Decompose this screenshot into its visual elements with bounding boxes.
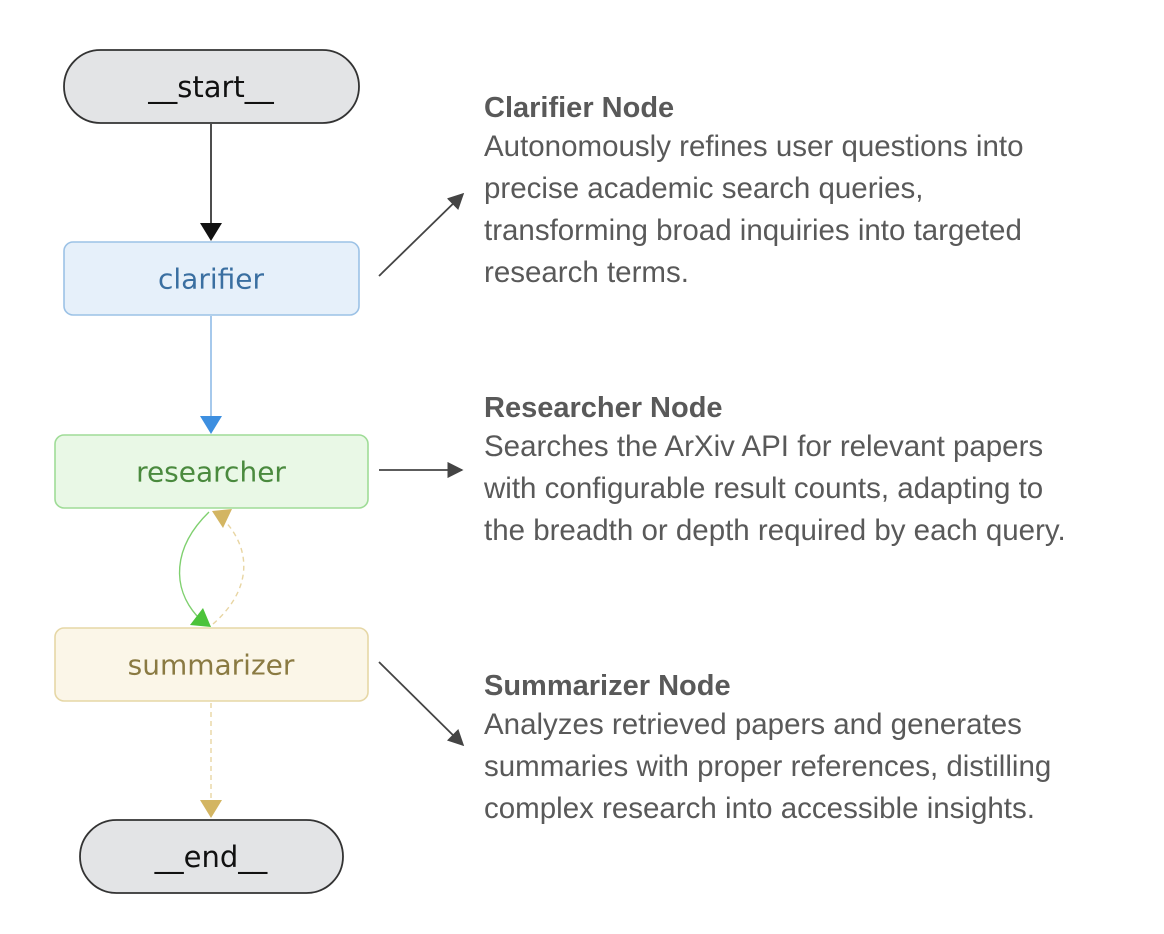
researcher-description-text: Searches the ArXiv API for relevant pape… xyxy=(484,426,1154,552)
arrowhead-researcher-in xyxy=(200,416,222,434)
arrowhead-end-in xyxy=(200,800,222,818)
node-end[interactable]: __end__ xyxy=(79,819,344,894)
researcher-description-title: Researcher Node xyxy=(484,392,723,424)
arrowhead-researcher-return xyxy=(212,509,232,528)
clarifier-description-line: Autonomously refines user questions into xyxy=(484,130,1024,163)
node-end-label: __end__ xyxy=(154,840,268,874)
node-summarizer-label: summarizer xyxy=(128,649,295,682)
edge-start-to-clarifier xyxy=(200,124,222,241)
node-start[interactable]: __start__ xyxy=(63,49,360,124)
edge-clarifier-to-researcher xyxy=(200,316,222,434)
clarifier-description-line: precise academic search queries, xyxy=(484,172,924,205)
node-summarizer[interactable]: summarizer xyxy=(54,627,369,702)
pointer-arrow-summarizer xyxy=(378,661,465,747)
clarifier-description-line: research terms. xyxy=(484,256,689,289)
researcher-description-line: Searches the ArXiv API for relevant pape… xyxy=(484,430,1044,463)
summarizer-description-text: Analyzes retrieved papers and generates … xyxy=(484,704,1154,830)
edge-summarizer-to-end xyxy=(200,703,222,818)
node-start-label: __start__ xyxy=(147,70,274,104)
clarifier-description-title: Clarifier Node xyxy=(484,92,675,124)
researcher-description-line: the breadth or depth required by each qu… xyxy=(484,514,1066,547)
researcher-description-line: with configurable result counts, adaptin… xyxy=(484,472,1044,505)
clarifier-description-line: transforming broad inquiries into target… xyxy=(484,214,1022,247)
node-researcher-label: researcher xyxy=(136,456,286,489)
node-clarifier[interactable]: clarifier xyxy=(63,241,360,316)
pointer-arrow-clarifier xyxy=(378,192,465,277)
arrowhead-summarizer-in xyxy=(190,608,211,627)
edge-researcher-to-summarizer xyxy=(178,511,211,627)
summarizer-description-line: complex research into accessible insight… xyxy=(484,792,1035,825)
node-researcher[interactable]: researcher xyxy=(54,434,369,509)
summarizer-description-title: Summarizer Node xyxy=(484,670,731,702)
edge-summarizer-to-researcher xyxy=(212,509,245,625)
node-clarifier-label: clarifier xyxy=(158,263,264,296)
clarifier-description: Clarifier Node Autonomously refines user… xyxy=(484,90,1154,294)
clarifier-description-text: Autonomously refines user questions into… xyxy=(484,126,1154,294)
summarizer-description-line: Analyzes retrieved papers and generates xyxy=(484,708,1022,741)
summarizer-description: Summarizer Node Analyzes retrieved paper… xyxy=(484,668,1154,830)
summarizer-description-line: summaries with proper references, distil… xyxy=(484,750,1052,783)
researcher-description: Researcher Node Searches the ArXiv API f… xyxy=(484,390,1154,552)
arrowhead-clarifier-in xyxy=(200,223,222,241)
